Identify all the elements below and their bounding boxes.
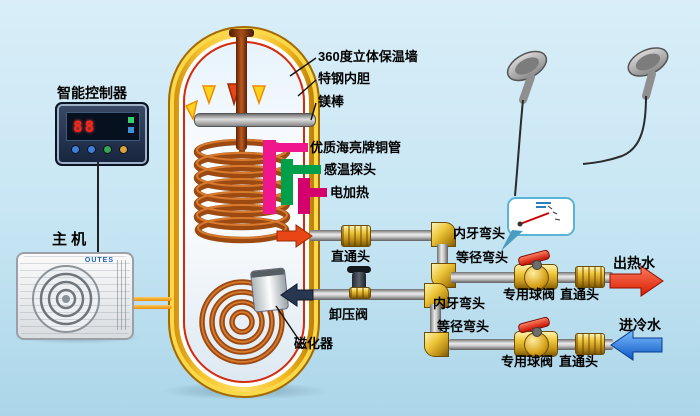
magnetizer-cap — [250, 268, 285, 278]
cold-inner-elbow — [424, 283, 449, 308]
probe-pointer-stub — [291, 165, 321, 174]
hot-straight-joint-1 — [341, 225, 371, 247]
cold-equal-elbow — [424, 332, 449, 357]
temp-probe-label: 感温探头 — [324, 162, 377, 177]
magnetizer-label: 磁化器 — [294, 336, 334, 351]
anode-rod-cap — [229, 29, 254, 37]
hot-valve-pivot — [532, 260, 542, 270]
coil-pointer-stub — [274, 143, 308, 152]
cold-valve-pivot — [532, 327, 542, 337]
cold-ball-valve — [514, 316, 558, 357]
insulation-wall-label: 360度立体保温墙 — [318, 49, 418, 64]
cold-pipe-1 — [310, 289, 432, 300]
controller-button-4 — [119, 145, 128, 154]
temperature-gauge — [507, 197, 575, 236]
relief-valve-label: 卸压阀 — [329, 307, 369, 322]
shower-head-left-icon — [506, 50, 548, 197]
controller-digits: 88 — [73, 117, 97, 136]
relief-valve-base — [349, 287, 371, 299]
mode-indicator-icon — [128, 127, 134, 133]
heater-pointer-bar — [298, 178, 310, 214]
controller-label: 智能控制器 — [57, 85, 127, 101]
copper-coil-label: 优质海亮牌铜管 — [310, 140, 402, 155]
hot-water-out-label: 出热水 — [613, 255, 655, 271]
cold-inner-elbow-label: 内牙弯头 — [433, 296, 486, 311]
cold-pipe-vertical — [430, 304, 441, 336]
hot-straight-joint-2 — [575, 266, 605, 288]
shower-head-right-icon — [582, 47, 669, 165]
cold-water-in-label: 进冷水 — [619, 317, 661, 333]
controller-button-3 — [103, 145, 112, 154]
cold-equal-elbow-label: 等径弯头 — [437, 319, 490, 334]
unit-brand-text: OUTES — [84, 257, 114, 264]
main-unit-label: 主 机 — [52, 231, 87, 248]
hot-pipe-vertical — [437, 244, 448, 266]
controller-button-2 — [87, 145, 96, 154]
anode-rod — [236, 33, 247, 150]
hot-ball-valve-label: 专用球阀 — [503, 287, 556, 302]
heat-pump-unit: OUTES — [16, 252, 134, 340]
relief-valve-body — [352, 272, 366, 291]
coil-pointer-bar — [263, 140, 276, 214]
hot-pipe-1 — [310, 230, 436, 241]
unit-side-grille — [117, 260, 129, 330]
relief-valve-cap — [347, 266, 371, 273]
cold-water-arrow-icon — [610, 329, 663, 361]
heater-pointer-stub — [308, 188, 327, 197]
cold-straight-joint-2 — [575, 333, 605, 355]
refrigerant-pipe-1 — [130, 297, 172, 301]
hot-straight-joint2-label: 直通头 — [560, 287, 600, 302]
controller-screen: 88 — [66, 112, 140, 141]
hot-straight-joint-label: 直通头 — [331, 249, 371, 264]
steel-liner-label: 特钢内胆 — [318, 71, 371, 86]
fan-icon — [32, 265, 100, 333]
electric-heater-label: 电加热 — [330, 185, 370, 200]
magnesium-rod — [194, 113, 316, 127]
magnesium-rod-label: 镁棒 — [318, 94, 345, 109]
hot-ball-valve — [514, 249, 558, 290]
smart-controller: 88 — [55, 102, 149, 166]
magnetizer-device — [249, 267, 290, 313]
controller-button-1 — [71, 145, 80, 154]
probe-pointer-bar — [281, 159, 293, 205]
cold-ball-valve-label: 专用球阀 — [501, 354, 554, 369]
hot-equal-elbow-label: 等径弯头 — [456, 250, 509, 265]
refrigerant-pipe-2 — [130, 305, 172, 309]
power-indicator-icon — [128, 117, 134, 123]
cold-straight-joint-label: 直通头 — [559, 354, 599, 369]
hot-inner-elbow-label: 内牙弯头 — [453, 226, 506, 241]
